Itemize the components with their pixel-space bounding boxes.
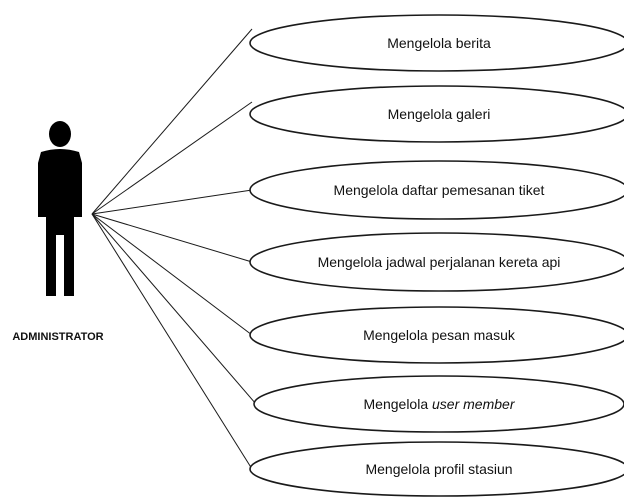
use-case-jadwal[interactable]: Mengelola jadwal perjalanan kereta api <box>249 232 624 292</box>
association-line-tiket <box>91 189 253 215</box>
use-case-pesan[interactable]: Mengelola pesan masuk <box>249 306 624 364</box>
use-case-label-text: Mengelola <box>364 396 433 412</box>
person-icon <box>38 121 82 296</box>
use-case-profil[interactable]: Mengelola profil stasiun <box>249 441 624 497</box>
use-case-label: Mengelola pesan masuk <box>363 327 516 343</box>
use-case-label: Mengelola berita <box>387 35 491 51</box>
use-case-label: Mengelola galeri <box>388 106 491 122</box>
association-line-berita <box>91 28 253 215</box>
association-line-user-member <box>91 213 257 405</box>
use-case-ellipse <box>249 441 624 497</box>
use-case-galeri[interactable]: Mengelola galeri <box>249 85 624 143</box>
use-case-tiket[interactable]: Mengelola daftar pemesanan tiket <box>249 160 624 220</box>
use-case-label: Mengelola user member <box>364 396 516 412</box>
use-case-label-text: Mengelola berita <box>387 35 491 51</box>
use-case-berita[interactable]: Mengelola berita <box>249 14 624 72</box>
association-line-pesan <box>91 213 253 336</box>
use-case-user-member[interactable]: Mengelola user member <box>253 375 624 433</box>
use-case-ellipse <box>249 232 624 292</box>
use-case-label: Mengelola jadwal perjalanan kereta api <box>318 254 561 270</box>
association-lines <box>91 28 257 470</box>
use-case-label-text: Mengelola profil stasiun <box>365 461 512 477</box>
actor-administrator: ADMINISTRATOR <box>12 121 104 343</box>
use-case-label-text: Mengelola pesan masuk <box>363 327 516 343</box>
use-case-label-emphasis: user member <box>432 396 516 412</box>
association-line-profil <box>91 213 253 470</box>
use-case-label-text: Mengelola jadwal perjalanan kereta api <box>318 254 561 270</box>
use-case-label-text: Mengelola galeri <box>388 106 491 122</box>
actor-name: ADMINISTRATOR <box>12 331 103 343</box>
use-case-ellipse <box>249 85 624 143</box>
use-case-ellipse <box>249 14 624 72</box>
use-case-label-text: Mengelola daftar pemesanan tiket <box>334 182 545 198</box>
use-case-label: Mengelola daftar pemesanan tiket <box>334 182 545 198</box>
use-case-ellipse <box>253 375 624 433</box>
use-case-ellipse <box>249 160 624 220</box>
association-line-galeri <box>91 101 253 215</box>
association-line-jadwal <box>91 213 253 263</box>
use-case-label: Mengelola profil stasiun <box>365 461 512 477</box>
use-case-ellipse <box>249 306 624 364</box>
